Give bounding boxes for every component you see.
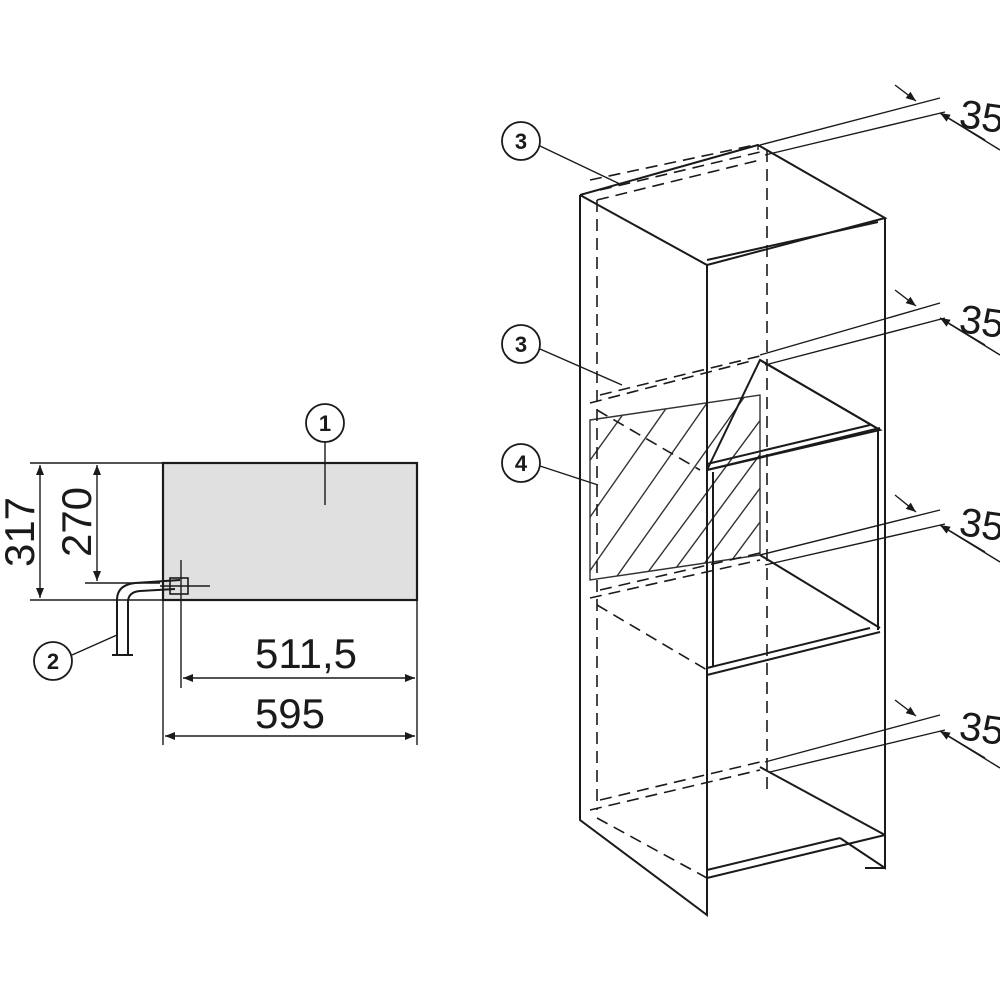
dim-label-317: 317 bbox=[0, 497, 43, 567]
callout-3-top: 3 bbox=[501, 121, 541, 161]
callout-3b-leader bbox=[539, 348, 623, 386]
callout-1: 1 bbox=[305, 403, 345, 443]
svg-text:35: 35 bbox=[957, 297, 1000, 347]
callout-2-leader bbox=[71, 634, 118, 656]
callout-4: 4 bbox=[501, 443, 541, 483]
gap-dimension-1: 35 bbox=[759, 84, 1000, 156]
callout-3-middle: 3 bbox=[501, 324, 541, 364]
callout-3a-leader bbox=[539, 145, 623, 186]
svg-text:3: 3 bbox=[515, 332, 527, 357]
dim-label-270: 270 bbox=[53, 487, 100, 557]
svg-text:2: 2 bbox=[47, 649, 59, 674]
svg-text:35: 35 bbox=[957, 500, 1000, 550]
pipe-outline-inner bbox=[127, 588, 176, 655]
dim-label-595: 595 bbox=[255, 690, 325, 737]
gap-dimension-4: 35 bbox=[764, 699, 1000, 773]
svg-text:1: 1 bbox=[319, 411, 331, 436]
svg-text:3: 3 bbox=[515, 129, 527, 154]
connector-symbol bbox=[160, 560, 210, 600]
gap-dimension-3: 35 bbox=[759, 494, 1000, 566]
svg-text:35: 35 bbox=[957, 704, 1000, 754]
dim-label-511-5: 511,5 bbox=[255, 630, 357, 677]
unit-body bbox=[161, 461, 419, 602]
cabinet-isometric: 35 35 35 35 bbox=[501, 84, 1000, 917]
svg-text:4: 4 bbox=[515, 451, 528, 476]
svg-text:35: 35 bbox=[957, 92, 1000, 142]
gap-dimension-2: 35 bbox=[759, 289, 1000, 366]
unit-side-view: 317 270 511,5 595 1 2 bbox=[0, 403, 419, 745]
callout-4-leader bbox=[539, 465, 599, 486]
hatched-region bbox=[590, 395, 760, 580]
callout-2: 2 bbox=[33, 641, 73, 681]
